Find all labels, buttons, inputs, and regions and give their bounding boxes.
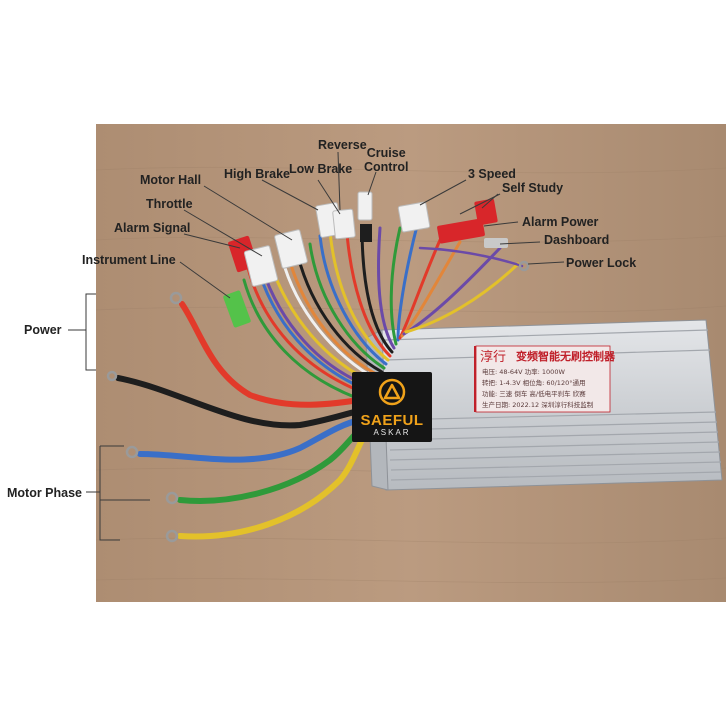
logo-sub: ASKAR [373,428,411,437]
connectors [223,191,508,328]
label-cruise-control: Cruise Control [364,146,409,174]
label-alarm-signal: Alarm Signal [114,221,191,235]
logo-name: SAEFUL [360,412,424,429]
label-power-lock: Power Lock [566,256,637,270]
label-dashboard: Dashboard [544,233,610,247]
label-low-brake: Low Brake [289,162,353,176]
plate-brand: 淳行 [480,350,507,365]
controller-box [365,319,723,491]
logo-mark-icon [378,378,406,406]
label-alarm-power: Alarm Power [522,215,599,229]
label-throttle: Throttle [146,197,193,211]
callout-lines [68,151,565,541]
plate-line-4: 生产日期: 2022.12 深圳淳行科技监制 [482,401,594,409]
label-power: Power [24,323,62,337]
ring-terminals [106,260,530,543]
watermark-logo: SAEFUL ASKAR [352,372,432,442]
label-self-study: Self Study [502,181,564,195]
label-3-speed: 3 Speed [468,167,516,181]
label-reverse: Reverse [318,138,367,152]
label-motor-phase: Motor Phase [7,486,83,500]
controller-nameplate: 淳行 变频智能无刷控制器 电压: 48-64V 功率: 1000W 转把: 1-… [476,346,615,412]
plate-line-2: 转把: 1-4.3V 相位角: 60/120°通用 [482,379,586,387]
plate-line-1: 电压: 48-64V 功率: 1000W [482,368,565,376]
label-motor-hall: Motor Hall [140,173,202,187]
plate-title: 变频智能无刷控制器 [516,350,615,363]
label-high-brake: High Brake [224,167,290,181]
power-wires [115,246,524,540]
label-instrument-line: Instrument Line [82,253,176,267]
plate-line-3: 功能: 三速 倒车 高/低电平刹车 欣赛 [482,390,586,398]
